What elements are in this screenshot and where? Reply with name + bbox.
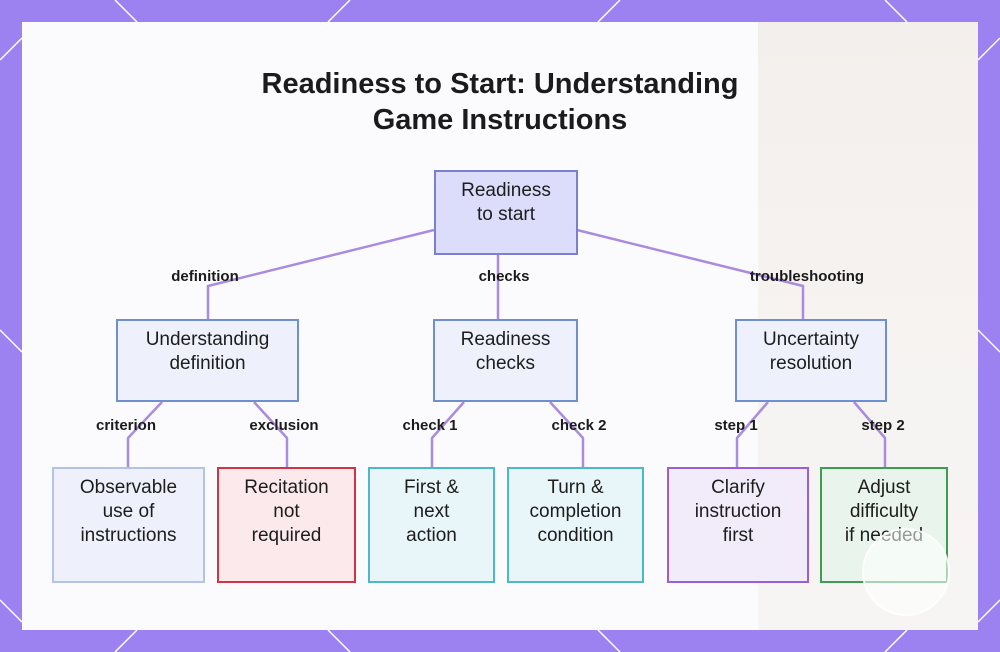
watermark-badge-icon (862, 528, 950, 616)
node-recitation-not-required: Recitation not required (217, 467, 356, 583)
node-first-next-action: First & next action (368, 467, 495, 583)
node-clarify-instruction-label: Clarify instruction first (694, 477, 782, 546)
node-understanding-definition: Understanding definition (116, 319, 299, 402)
edge-label-step-1: step 1 (714, 417, 758, 434)
node-turn-completion: Turn & completion condition (507, 467, 644, 583)
node-uncertainty-resolution-label: Uncertainty resolution (762, 329, 860, 374)
node-turn-completion-label: Turn & completion condition (529, 477, 622, 546)
edge-exclusion-line (253, 401, 289, 467)
diagram-panel: Readiness to Start: Understanding Game I… (22, 22, 978, 630)
edge-label-checks: checks (478, 268, 530, 285)
title-line-2: Game Instructions (372, 104, 628, 136)
edge-label-criterion: criterion (95, 417, 157, 434)
edge-label-step-2: step 2 (861, 417, 905, 434)
node-understanding-definition-label: Understanding definition (145, 329, 270, 374)
edge-label-troubleshooting: troubleshooting (749, 268, 865, 285)
node-readiness-checks-label: Readiness checks (460, 329, 551, 374)
node-readiness-checks: Readiness checks (433, 319, 578, 402)
node-clarify-instruction: Clarify instruction first (667, 467, 809, 583)
edge-criterion-line (126, 401, 163, 467)
node-readiness-to-start-label: Readiness to start (461, 180, 551, 225)
node-first-next-action-label: First & next action (404, 477, 459, 546)
edge-check1-line (430, 401, 465, 467)
title-line-1: Readiness to Start: Understanding (261, 68, 739, 100)
edge-step1-line (735, 401, 769, 467)
edge-troubleshooting-line (576, 228, 805, 319)
edge-check2-line (549, 401, 585, 467)
connector-lines (126, 228, 887, 467)
node-observable-use: Observable use of instructions (52, 467, 205, 583)
diagram-title: Readiness to Start: Understanding Game I… (22, 66, 978, 138)
edge-label-exclusion: exclusion (249, 417, 319, 434)
edge-label-check-2: check 2 (551, 417, 607, 434)
node-uncertainty-resolution: Uncertainty resolution (735, 319, 887, 402)
node-readiness-to-start: Readiness to start (434, 170, 578, 255)
edge-step2-line (853, 401, 887, 467)
edge-definition-line (206, 228, 435, 319)
node-recitation-not-required-label: Recitation not required (244, 477, 329, 546)
edge-label-definition: definition (171, 268, 239, 285)
edge-label-check-1: check 1 (402, 417, 458, 434)
node-observable-use-label: Observable use of instructions (79, 477, 178, 546)
